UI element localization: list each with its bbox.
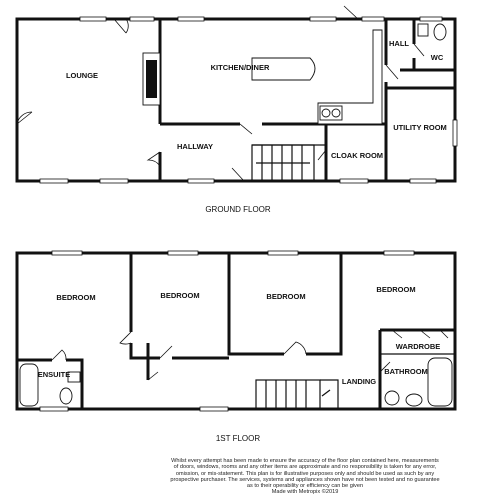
wardrobe-door	[391, 329, 449, 339]
window	[383, 250, 415, 256]
cloak-room-door	[317, 149, 327, 161]
first-floor-title: 1ST FLOOR	[216, 434, 261, 443]
sink-bowl-left	[321, 108, 331, 118]
window	[177, 16, 205, 22]
ground-floor-title: GROUND FLOOR	[205, 205, 271, 214]
room-label-bedroom-1: BEDROOM	[56, 293, 95, 302]
disclaimer-line: Whilst every attempt has been made to en…	[171, 458, 439, 464]
window	[167, 250, 199, 256]
wc-door	[413, 43, 425, 57]
lounge-door	[16, 111, 33, 125]
bedroom-1-door	[119, 331, 132, 345]
room-label-cloak-room: CLOAK ROOM	[331, 151, 383, 160]
room-label-bedroom-2: BEDROOM	[160, 291, 199, 300]
room-label-bedroom-4: BEDROOM	[376, 285, 415, 294]
bedroom-3-door	[283, 341, 307, 355]
ensuite-toilet	[59, 387, 73, 405]
room-label-hallway: HALLWAY	[177, 142, 213, 151]
window	[409, 178, 437, 184]
room-label-landing: LANDING	[342, 377, 376, 386]
bathroom-toilet	[384, 390, 400, 406]
hallway-entrance-door	[231, 167, 245, 182]
bathroom-door	[379, 361, 391, 373]
ground-floor-staircase	[251, 144, 315, 182]
window	[39, 406, 69, 412]
room-label-bathroom: BATHROOM	[384, 367, 428, 376]
first-floor-plan: BEDROOM BEDROOM BEDROOM BEDROOM ENSUITE …	[15, 250, 457, 443]
bathroom-bath	[427, 357, 453, 407]
ground-floor-plan: LOUNGE KITCHEN/DINER HALL WC HALLWAY CLO…	[15, 5, 458, 214]
ensuite-bath	[19, 363, 39, 407]
window	[39, 178, 69, 184]
window	[309, 16, 337, 22]
window	[79, 16, 107, 22]
window	[99, 178, 129, 184]
wc-toilet	[433, 23, 447, 41]
hall-door	[385, 64, 399, 80]
bedroom-2-bottom-wall	[129, 343, 160, 360]
cupboard-door	[147, 371, 159, 381]
wc-basin	[417, 23, 429, 37]
sink-bowl-right	[331, 108, 341, 118]
ensuite-basin	[67, 371, 81, 383]
front-door	[343, 5, 359, 20]
ensuite-door	[51, 349, 67, 361]
bathroom-basin	[405, 393, 423, 407]
first-floor-staircase	[255, 379, 339, 410]
hallway-kitchen-door	[239, 123, 253, 135]
room-label-ensuite: ENSUITE	[38, 370, 71, 379]
kitchen-island	[251, 57, 316, 81]
window	[361, 16, 385, 22]
ground-floor-outer-wall	[15, 17, 457, 183]
room-label-kitchen-diner: KITCHEN/DINER	[211, 63, 270, 72]
room-label-bedroom-3: BEDROOM	[266, 292, 305, 301]
window	[187, 178, 215, 184]
window	[267, 250, 299, 256]
window	[51, 250, 83, 256]
room-label-utility-room: UTILITY ROOM	[393, 123, 447, 132]
disclaimer-credit: Made with Metropix ©2019	[271, 489, 339, 496]
first-floor-outer-wall	[15, 251, 457, 411]
room-label-wardrobe: WARDROBE	[396, 342, 441, 351]
fireplace	[146, 60, 157, 98]
room-label-wc: WC	[431, 53, 444, 62]
bedroom-2-wall	[227, 253, 284, 356]
hallway-door	[146, 151, 161, 167]
room-label-hall: HALL	[389, 39, 409, 48]
window	[452, 119, 458, 147]
bedroom-3-wall	[306, 253, 343, 356]
disclaimer-line: prospective purchaser. The services, sys…	[170, 476, 440, 483]
disclaimer-line: omission, or mis-statement. This plan is…	[175, 470, 435, 477]
window	[129, 16, 155, 22]
disclaimer: Whilst every attempt has been made to en…	[160, 458, 450, 496]
window	[199, 406, 229, 412]
disclaimer-line: of doors, windows, rooms and any other i…	[173, 464, 437, 471]
room-label-lounge: LOUNGE	[66, 71, 98, 80]
disclaimer-line: as to their operability or efficiency ca…	[246, 483, 364, 490]
bedroom-2-door	[159, 345, 173, 359]
window	[419, 16, 443, 22]
window	[339, 178, 369, 184]
kitchen-door	[113, 18, 129, 34]
